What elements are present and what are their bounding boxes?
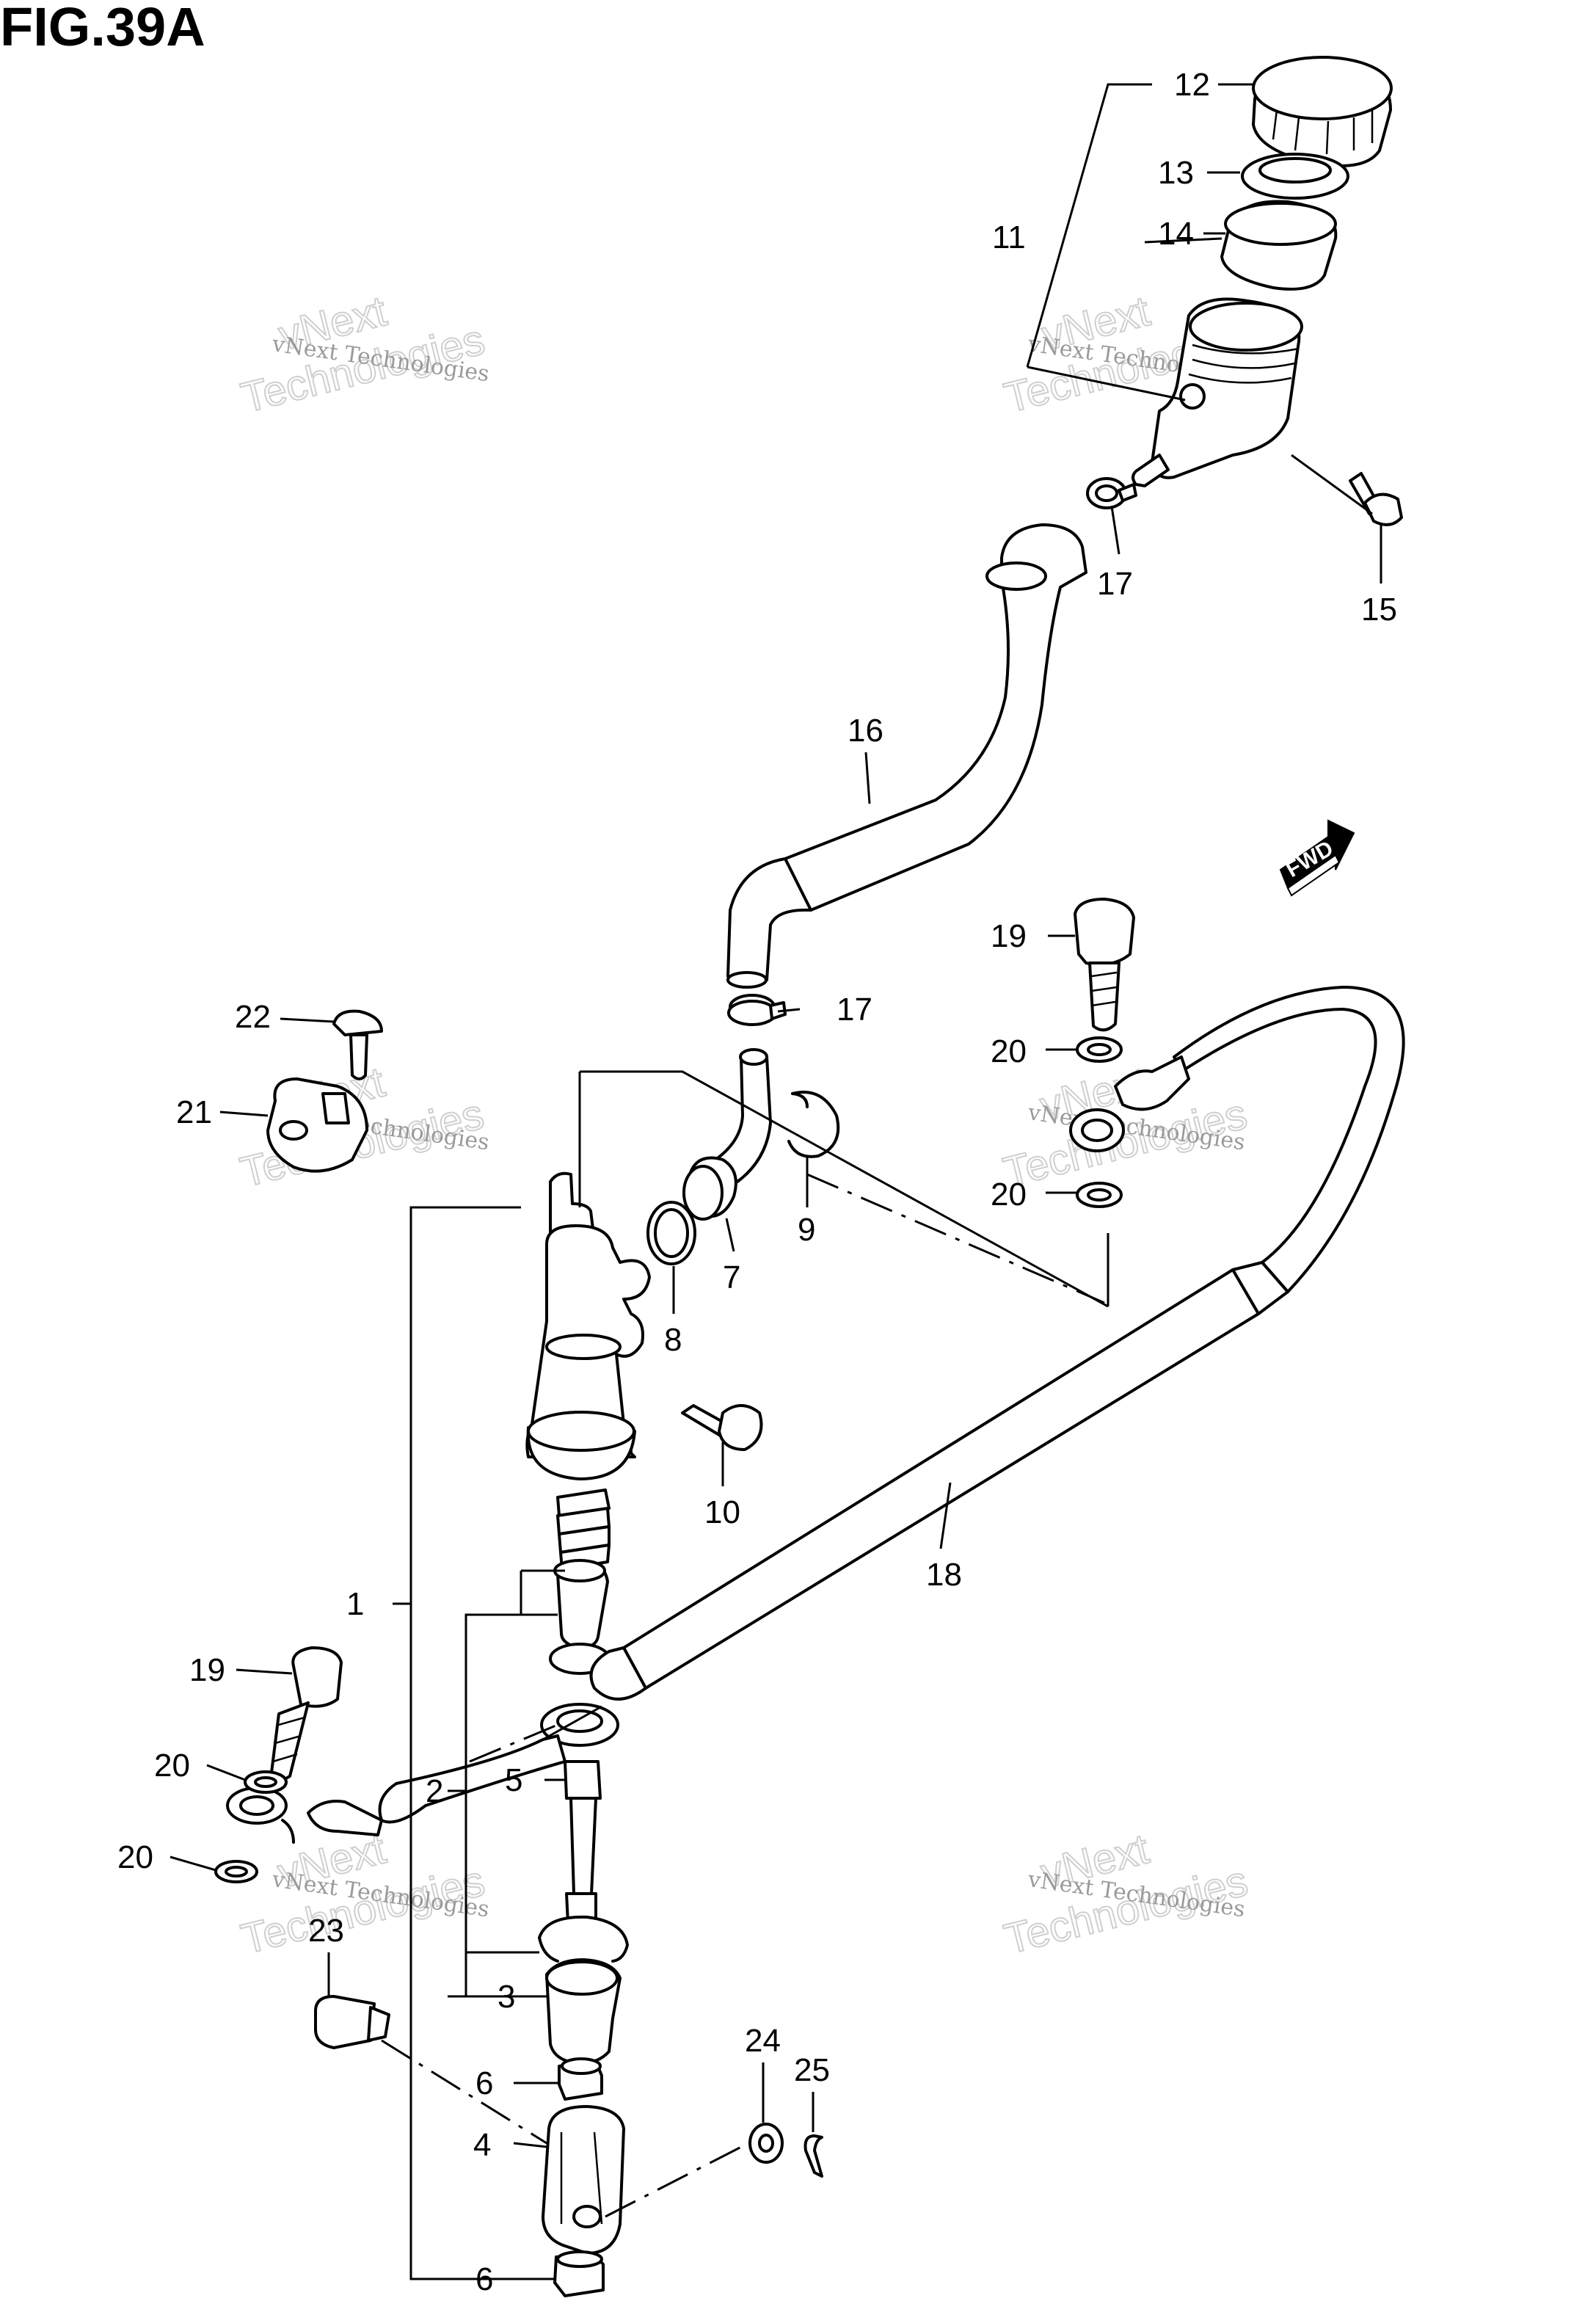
callout-21: 21: [176, 1094, 212, 1130]
callout-8: 8: [664, 1322, 682, 1358]
callout-20-upper-a: 20: [991, 1033, 1027, 1069]
callout-6-lower: 6: [475, 2261, 493, 2297]
callout-14: 14: [1158, 216, 1194, 252]
leader-lines: [170, 83, 1382, 2280]
callout-20-upper-b: 20: [991, 1177, 1027, 1213]
washer-20-lower-a: [244, 1770, 288, 1794]
reservoir-body-11: [1132, 297, 1303, 487]
callout-7: 7: [723, 1259, 740, 1295]
union-bolt-19-lower: [270, 1646, 343, 1781]
screw-22: [332, 1009, 383, 1080]
push-rod-5: [564, 1760, 602, 1924]
cotter-pin-25: [804, 2134, 823, 2178]
callout-6-upper: 6: [475, 2065, 493, 2101]
o-ring-8: [646, 1201, 696, 1265]
assembly-dash-lines: [381, 1173, 1105, 2218]
callout-15: 15: [1361, 592, 1397, 628]
callout-12: 12: [1174, 67, 1210, 103]
union-bolt-19-upper: [1074, 898, 1135, 1032]
callout-24: 24: [745, 2023, 781, 2059]
callout-20-lower-b: 20: [117, 1839, 153, 1875]
callout-4: 4: [473, 2127, 491, 2163]
figure-title: FIG.39A: [0, 0, 205, 57]
callout-10: 10: [704, 1494, 740, 1530]
washer-20-upper-b: [1076, 1182, 1123, 1208]
screw-10: [681, 1404, 763, 1451]
callout-19-upper: 19: [991, 918, 1027, 954]
callout-11: 11: [992, 219, 1026, 255]
callout-18: 18: [926, 1557, 962, 1593]
callout-20-lower-a: 20: [154, 1748, 190, 1784]
circlip-9: [787, 1091, 840, 1158]
circlip-2: [538, 1915, 629, 1963]
pin-23: [314, 1995, 390, 2049]
callout-1: 1: [346, 1586, 364, 1622]
callout-19-lower: 19: [189, 1652, 225, 1688]
brake-hose-18: [378, 986, 1405, 1824]
washer-24: [748, 2123, 784, 2164]
diaphragm-plate-13: [1241, 153, 1349, 200]
callout-23: 23: [308, 1913, 344, 1949]
rod-end-clevis-4: [542, 2105, 625, 2255]
callout-13: 13: [1158, 155, 1194, 191]
callout-2: 2: [426, 1773, 443, 1809]
hose-joint-7: [682, 1048, 772, 1221]
hose-clamp-17-upper: [1086, 477, 1137, 509]
callout-22: 22: [235, 999, 271, 1035]
callout-3: 3: [498, 1979, 515, 2015]
spring: [556, 1488, 611, 1571]
clamp-21: [266, 1077, 368, 1173]
reservoir-cap-12: [1252, 56, 1393, 167]
nut-6-upper: [558, 2057, 603, 2101]
callout-25: 25: [794, 2052, 830, 2088]
callout-17-upper: 17: [1097, 566, 1133, 602]
diaphragm-14: [1220, 200, 1338, 291]
washer-20-lower-b: [214, 1860, 258, 1883]
callout-16: 16: [848, 713, 883, 749]
callout-labels: 12 13 14 11 15 17 16 17 19 20 20 9 7 8 1…: [117, 67, 1397, 2297]
screw-15: [1349, 472, 1403, 526]
banjo-fitting-upper: [1069, 1055, 1190, 1152]
master-cylinder-body-1: [525, 1171, 651, 1480]
washer-20-upper-a: [1076, 1036, 1123, 1063]
callout-5: 5: [505, 1762, 522, 1798]
hose-clamp-17-lower: [727, 994, 787, 1026]
reservoir-hose-16: [726, 523, 1087, 989]
boot-3: [545, 1958, 622, 2065]
forward-arrow-icon: FWD: [1279, 819, 1355, 897]
nut-6-lower: [553, 2250, 605, 2297]
callout-9: 9: [798, 1212, 815, 1248]
callout-17-lower: 17: [837, 992, 872, 1028]
banjo-fitting-lower: [226, 1786, 383, 1844]
